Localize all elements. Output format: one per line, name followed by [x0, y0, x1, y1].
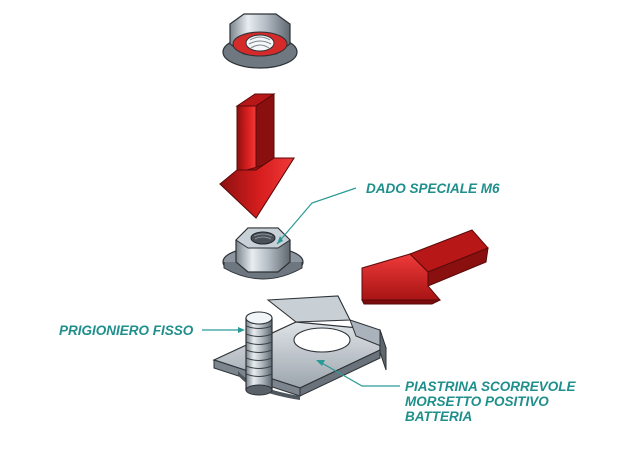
leader-line-stud — [202, 327, 245, 333]
label-plate-line3: BATTERIA — [405, 409, 473, 424]
label-plate-line1: PIASTRINA SCORREVOLE — [405, 379, 576, 394]
label-stud: PRIGIONIERO FISSO — [59, 323, 194, 338]
leader-line-nut — [276, 187, 357, 245]
leader-line-plate — [316, 360, 400, 387]
top-flange-nut-icon — [222, 13, 298, 69]
red-arrow-down-icon — [219, 93, 295, 219]
label-plate-line2: MORSETTO POSITIVO — [405, 394, 549, 409]
red-arrow-left-icon — [361, 229, 489, 305]
threaded-stud-icon — [245, 311, 273, 396]
lower-flange-nut-icon — [222, 227, 304, 280]
label-nut: DADO SPECIALE M6 — [366, 181, 500, 196]
